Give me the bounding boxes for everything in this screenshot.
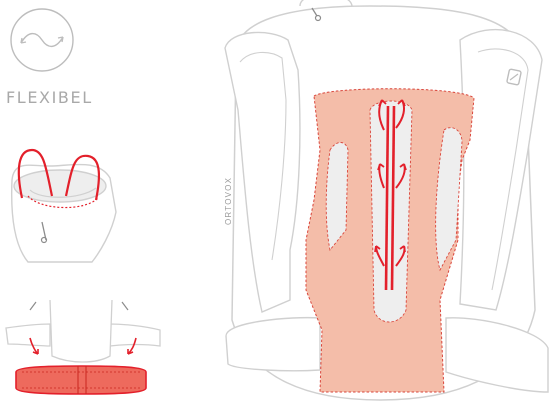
pack-top-detail xyxy=(12,150,116,262)
hipbelt-detail xyxy=(6,300,160,394)
brand-text: ORTOVOX xyxy=(224,177,233,225)
flex-caption: FLEXIBEL xyxy=(6,88,93,107)
backpack-back-view: ORTOVOX xyxy=(224,0,548,400)
flex-wave-arrow-icon xyxy=(11,9,73,71)
